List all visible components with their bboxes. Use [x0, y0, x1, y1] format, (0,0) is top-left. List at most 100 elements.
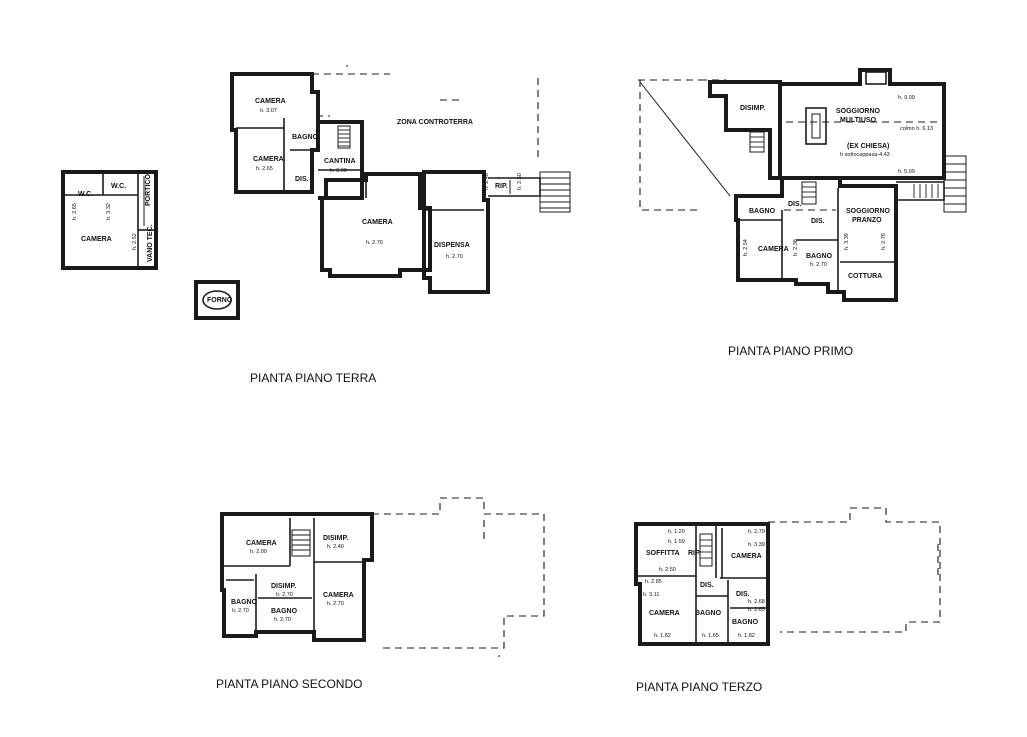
- height-label: h. 2.65: [72, 203, 78, 220]
- height-label: h. 2.52: [132, 233, 138, 250]
- room-label: BAGNO: [695, 610, 722, 617]
- stairs-terzo: [699, 533, 713, 567]
- room-label: CAMERA: [323, 592, 354, 599]
- room-label: BAGNO: [749, 208, 776, 215]
- room-label: CAMERA: [731, 553, 762, 560]
- room-label: VANO TEC.: [147, 224, 154, 262]
- height-label: h. 2.54: [743, 239, 749, 256]
- height-label: h. 2.40: [484, 173, 490, 190]
- height-label: h. 2.68: [748, 599, 765, 605]
- height-label: h. 3.39: [748, 542, 765, 548]
- rip-area: [488, 171, 571, 213]
- room-label: SOGGIORNO: [836, 108, 881, 115]
- primo-east-stairs: [896, 155, 967, 213]
- room-label: CAMERA: [253, 156, 284, 163]
- room-label: DIS.: [811, 218, 825, 225]
- height-label: h. 3.11: [643, 592, 659, 598]
- room-label: MULTIUSO: [840, 117, 877, 124]
- room-label: CANTINA: [324, 158, 356, 165]
- room-label: RIP.: [495, 183, 508, 190]
- height-label: h. 5.09: [898, 169, 915, 175]
- height-label: h. 2.40: [327, 544, 344, 550]
- ground-west-block: [230, 72, 364, 200]
- zone-label: ZONA CONTROTERRA: [397, 119, 473, 126]
- forno-building: [194, 280, 240, 320]
- room-label: CAMERA: [255, 98, 286, 105]
- height-label: h. 3.00: [330, 168, 347, 174]
- plan-piano-terzo: [634, 507, 941, 646]
- room-label: DISIMP.: [271, 583, 296, 590]
- room-label: CAMERA: [649, 610, 680, 617]
- stairs-cantina: [337, 125, 351, 149]
- height-label: h. 2.70: [446, 254, 463, 260]
- room-label: PRANZO: [852, 217, 882, 224]
- room-label: DISIMP.: [740, 105, 765, 112]
- ground-central-block: [320, 172, 432, 278]
- height-label: h. 1.65: [702, 633, 719, 639]
- room-label: DISIMP.: [323, 535, 348, 542]
- height-label: h. 2.70: [366, 240, 383, 246]
- room-label: BAGNO: [806, 253, 833, 260]
- room-label: W.C.: [111, 183, 126, 190]
- height-label: h. 9.09: [898, 95, 915, 101]
- height-label: h. 2.76: [881, 233, 887, 250]
- room-label: BAGNO: [292, 134, 319, 141]
- height-label: h. 1.20: [668, 529, 685, 535]
- room-label: CAMERA: [758, 246, 789, 253]
- room-label: W.C.: [78, 191, 93, 198]
- room-label: PORTICO: [145, 174, 152, 206]
- stairs-primo-east: [913, 155, 967, 213]
- stairs-secondo: [291, 529, 311, 557]
- height-label: h. 2.36: [793, 239, 799, 256]
- primo-dashed-outline: [638, 79, 731, 211]
- disimp-block: [708, 80, 782, 180]
- height-label: h. 2.70: [810, 262, 827, 268]
- height-label: h. 2.70: [276, 592, 293, 598]
- stairs-ground-east: [539, 171, 571, 213]
- room-label: DIS.: [736, 591, 750, 598]
- height-label: h. 2.70: [274, 617, 291, 623]
- height-label: h. 2.70: [327, 601, 344, 607]
- secondo-dashed-outline: [372, 497, 545, 657]
- height-label: h. 2.65: [748, 607, 765, 613]
- stairs-disimp: [749, 131, 765, 153]
- primo-lower-block: [734, 176, 898, 302]
- room-label: BAGNO: [271, 608, 298, 615]
- terzo-main-block: [634, 522, 770, 646]
- height-label: h. 2.00: [250, 549, 267, 555]
- plan-title-primo: PIANTA PIANO PRIMO: [728, 344, 853, 358]
- room-label: DIS.: [700, 582, 714, 589]
- room-label: CAMERA: [81, 236, 112, 243]
- room-label: DISPENSA: [434, 242, 470, 249]
- room-label: DIS.: [788, 201, 802, 208]
- room-label: CAMERA: [362, 219, 393, 226]
- height-label: h. 2.85: [645, 579, 662, 585]
- height-label: colmo h. 6.13: [900, 126, 933, 132]
- height-label: h. 1.82: [738, 633, 755, 639]
- controterra-outline: [312, 65, 539, 160]
- plan-title-terra: PIANTA PIANO TERRA: [250, 371, 376, 385]
- height-label: h. 2.50: [659, 567, 676, 573]
- height-label: h. 2.50: [517, 173, 523, 190]
- height-label: h. 3.32: [106, 203, 112, 220]
- room-label: SOFFITTA: [646, 550, 680, 557]
- height-label: h. 1.59: [668, 539, 685, 545]
- plan-title-secondo: PIANTA PIANO SECONDO: [216, 677, 362, 691]
- height-label: h. 2.65: [256, 166, 273, 172]
- height-label: h sottocappasa-4.43: [840, 152, 890, 158]
- room-label: BAGNO: [231, 599, 258, 606]
- stairs-primo-center: [801, 181, 817, 205]
- room-label: COTTURA: [848, 273, 882, 280]
- plan-piano-primo: [638, 68, 967, 302]
- plan-piano-terra: [61, 65, 571, 320]
- plan-piano-secondo: [220, 497, 545, 657]
- room-label: FORNO: [207, 297, 233, 304]
- height-label: h. 1.82: [654, 633, 671, 639]
- soggiorno-multiuso-block: [778, 68, 946, 180]
- plan-title-terzo: PIANTA PIANO TERZO: [636, 680, 762, 694]
- height-label: h. 2.70: [232, 608, 249, 614]
- height-label: h. 3.07: [260, 108, 277, 114]
- secondo-main-block: [220, 512, 374, 642]
- height-label: h. 3.39: [844, 233, 850, 250]
